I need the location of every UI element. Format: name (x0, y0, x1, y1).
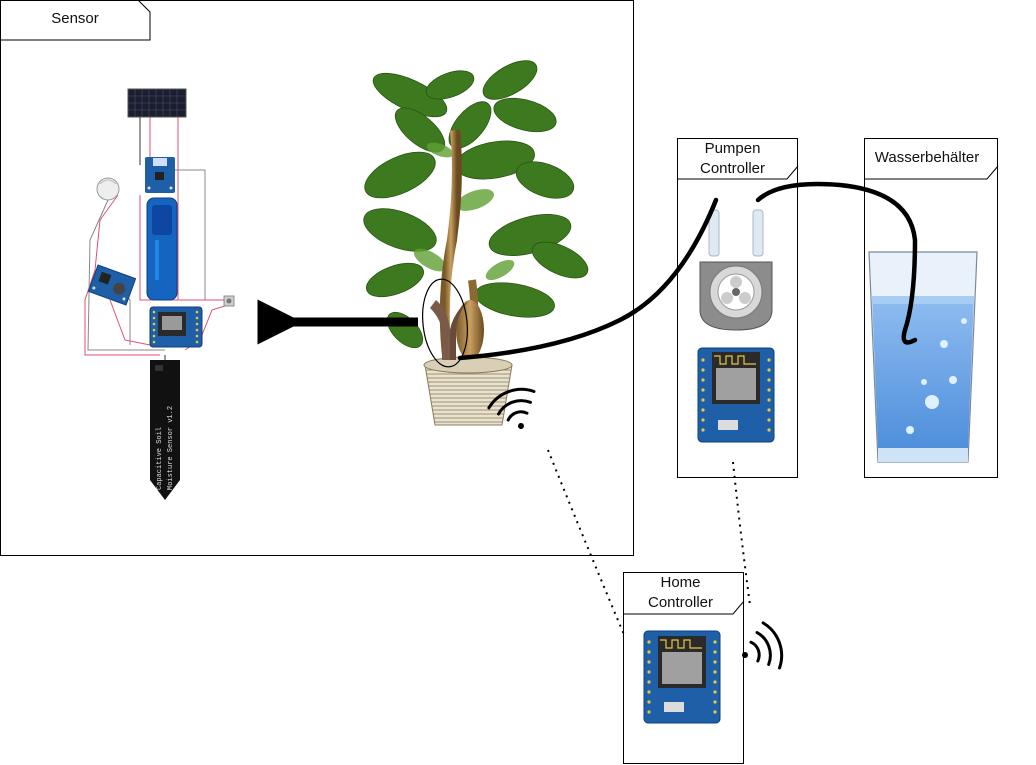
sensor-frame (0, 0, 634, 556)
wasserbehaelter-frame (864, 138, 998, 478)
home-esp-board (643, 630, 721, 724)
home-controller-frame (623, 572, 744, 764)
step-up-converter (87, 264, 137, 306)
wireless-link-pump-home (732, 461, 751, 606)
sensor-circuit: Capacitive Soil Moisture Sensor v1.2 (84, 88, 235, 500)
home-label: Home Controller (623, 573, 738, 613)
charger-module (145, 157, 175, 193)
pumpen-tab (677, 165, 799, 180)
wasser-tab (864, 165, 999, 180)
wifi-icon-sensor (487, 387, 536, 429)
wireless-link-sensor-home (547, 449, 626, 638)
sensor-label: Sensor (51, 10, 99, 27)
probe-text-line1: Capacitive Soil (156, 427, 164, 490)
probe-text-line2: Moisture Sensor v1.2 (167, 406, 175, 490)
pot-probe-highlight (422, 278, 470, 368)
soil-moisture-probe (150, 360, 180, 500)
pumpen-label-line1: Pumpen (704, 140, 761, 157)
pir-sensor (96, 177, 120, 201)
peristaltic-pump (699, 209, 773, 331)
sensor-esp-board (149, 306, 203, 348)
tube-pot-to-pump (457, 197, 719, 361)
wasser-label: Wasserbehälter (874, 149, 980, 166)
home-tab (623, 600, 745, 615)
wifi-icon-home (742, 621, 784, 670)
water-glass (868, 251, 978, 463)
home-label-line1: Home (660, 574, 701, 591)
plant (363, 60, 589, 426)
tube-pump-to-glass (755, 181, 918, 345)
pumpen-controller-frame (677, 138, 798, 478)
pumpen-label-line2: Controller (699, 160, 766, 177)
pumpen-esp-board (697, 347, 775, 443)
sensor-tab (0, 0, 151, 41)
solar-panel (127, 88, 187, 118)
home-label-line2: Controller (647, 594, 714, 611)
push-button (223, 295, 235, 307)
pumpen-label: Pumpen Controller (677, 139, 788, 179)
battery (146, 197, 178, 301)
